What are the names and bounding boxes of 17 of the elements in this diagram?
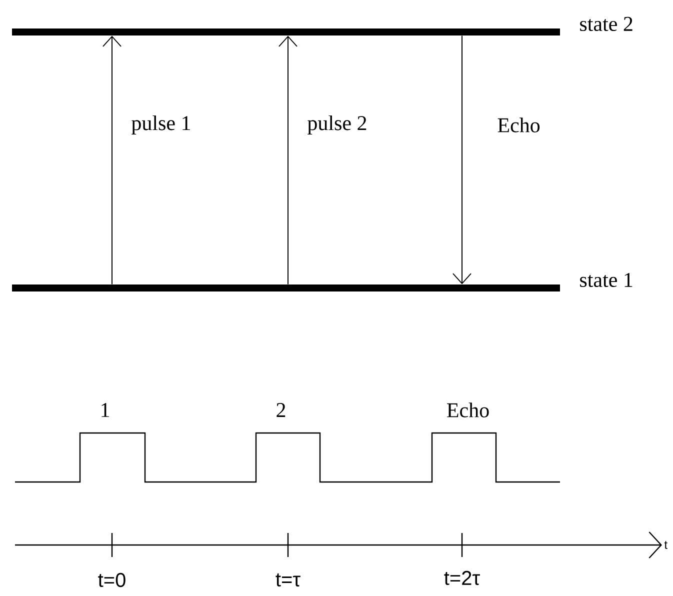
axis-label: t (664, 541, 668, 549)
time-label: t=τ (276, 573, 300, 587)
edge-label: Echo (498, 118, 540, 132)
pulse-label: Echo (447, 402, 489, 418)
level-bar (12, 284, 560, 292)
time-label: t=0 (98, 572, 126, 588)
arrow (452, 35, 472, 284)
edge-label: pulse 2 (308, 115, 366, 135)
arrow (278, 36, 298, 285)
pulse-label: 1 (102, 403, 109, 417)
time-label: t=2τ (444, 570, 480, 586)
edge-label: pulse 1 (132, 115, 190, 135)
state-label: state 1 (580, 272, 632, 288)
arrow (102, 36, 122, 285)
pulse-label: 2 (276, 403, 286, 417)
level-bar (12, 28, 560, 36)
state-label: state 2 (580, 16, 632, 32)
